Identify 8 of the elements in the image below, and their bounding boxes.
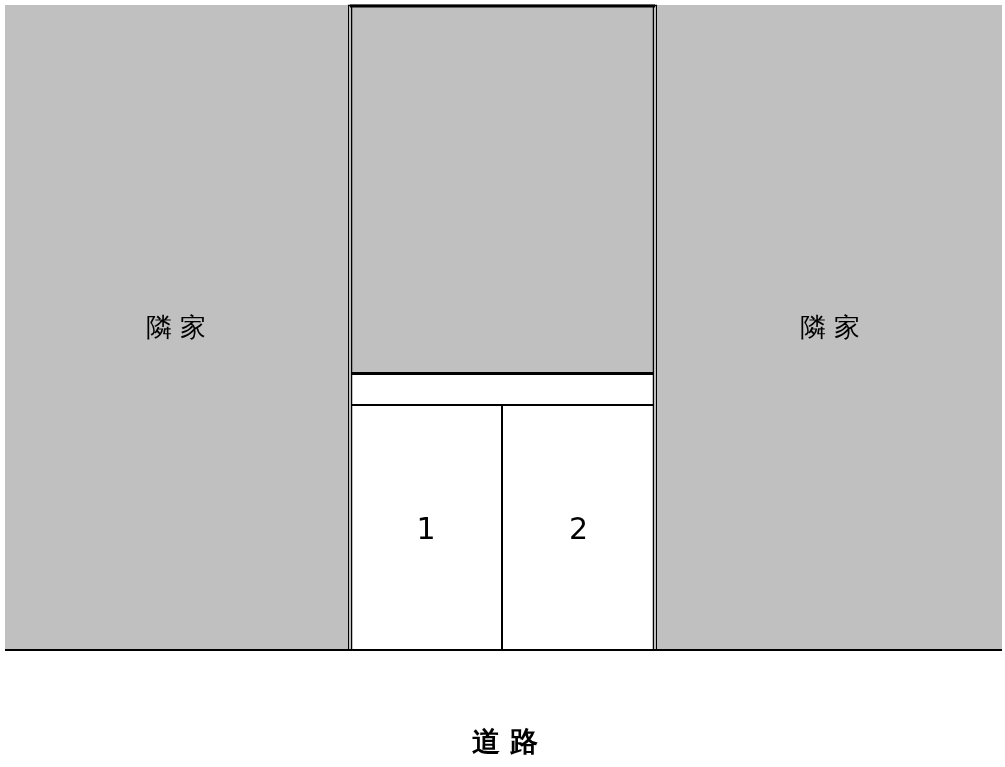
building-block	[351, 7, 654, 375]
neighbor-house	[658, 5, 1002, 650]
space-number: 2	[568, 510, 589, 546]
house-label: 隣 家	[145, 311, 207, 344]
road-label: 道 路	[472, 724, 538, 760]
neighbor-house	[5, 5, 347, 650]
house-label: 隣 家	[799, 311, 861, 344]
space-number: 1	[416, 510, 436, 546]
